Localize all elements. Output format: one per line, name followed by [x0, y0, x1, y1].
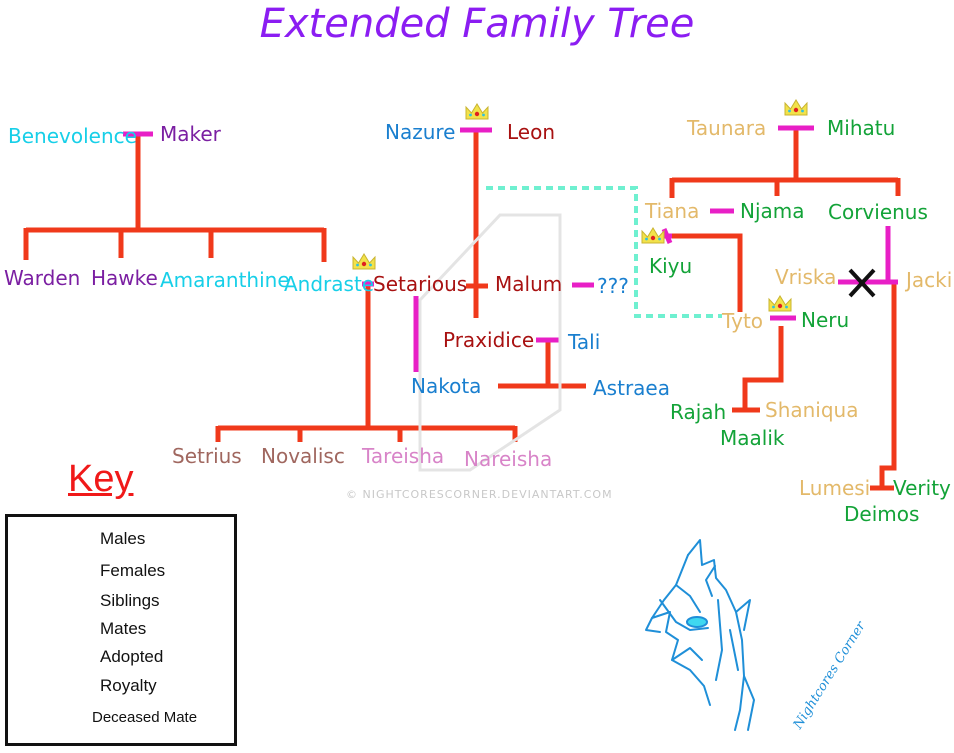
crown-icon-kiyu	[641, 227, 665, 244]
key-label-males: Males	[100, 529, 146, 548]
name-deimos: Deimos	[844, 502, 920, 526]
name-leon: Leon	[507, 120, 556, 144]
key-box	[5, 514, 237, 746]
name-amaranthine: Amaranthine	[160, 268, 290, 292]
name-novalisc: Novalisc	[261, 444, 345, 468]
crown-icon-taunara-mihatu	[784, 99, 808, 116]
name-benevolence: Benevolence	[8, 124, 137, 148]
deceased-mark-icon	[848, 268, 876, 298]
mate-lines	[123, 125, 898, 372]
name-rajah: Rajah	[670, 400, 727, 424]
name-nazure: Nazure	[385, 120, 456, 144]
name-setarious: Setarious	[373, 272, 468, 296]
name-jacki: Jacki	[906, 268, 953, 292]
name-kiyu: Kiyu	[649, 254, 693, 278]
name-malum: Malum	[495, 272, 563, 296]
name-maalik: Maalik	[720, 426, 785, 450]
name-praxidice: Praxidice	[443, 328, 535, 352]
crown-icon-nazure-leon	[465, 103, 489, 120]
name-mihatu: Mihatu	[827, 116, 896, 140]
adopted-lines	[486, 186, 722, 318]
name-lumesi: Lumesi	[799, 476, 871, 500]
name-taunara: Taunara	[687, 116, 767, 140]
name-shaniqua: Shaniqua	[765, 398, 859, 422]
crown-icon-neru	[768, 295, 792, 312]
name-unknown: ???	[597, 274, 629, 298]
name-astraea: Astraea	[593, 376, 670, 400]
page-title: Extended Family Tree	[259, 1, 695, 47]
name-vriska: Vriska	[775, 265, 837, 289]
name-tiana: Tiana	[645, 199, 700, 223]
creature-sketch	[645, 539, 755, 731]
name-hawke: Hawke	[91, 266, 158, 290]
name-nareisha: Nareisha	[464, 447, 553, 471]
name-verity: Verity	[893, 476, 951, 500]
key-label-siblings: Siblings	[100, 591, 160, 610]
name-corvienus: Corvienus	[828, 200, 928, 224]
watermark-text: © NIGHTCORESCORNER.DEVIANTART.COM	[346, 488, 613, 501]
key-label-adopted: Adopted	[100, 647, 164, 666]
key-label-females: Females	[100, 561, 166, 580]
name-neru: Neru	[801, 308, 850, 332]
key-label-royalty: Royalty	[100, 676, 157, 695]
key-title: Key	[68, 458, 134, 500]
name-njama: Njama	[740, 199, 805, 223]
name-setrius: Setrius	[172, 444, 242, 468]
name-tareisha: Tareisha	[362, 444, 445, 468]
sibling-lines	[23, 128, 901, 491]
watermark-shape	[418, 213, 562, 472]
name-nakota: Nakota	[411, 374, 482, 398]
key-label-deceased: Deceased Mate	[92, 709, 198, 726]
name-tyto: Tyto	[722, 309, 764, 333]
crown-icon-andraste	[352, 253, 376, 270]
name-warden: Warden	[4, 266, 81, 290]
name-tali: Tali	[568, 330, 601, 354]
key-label-mates: Mates	[100, 619, 147, 638]
name-andraste: Andraste	[284, 272, 375, 296]
name-maker: Maker	[160, 122, 221, 146]
